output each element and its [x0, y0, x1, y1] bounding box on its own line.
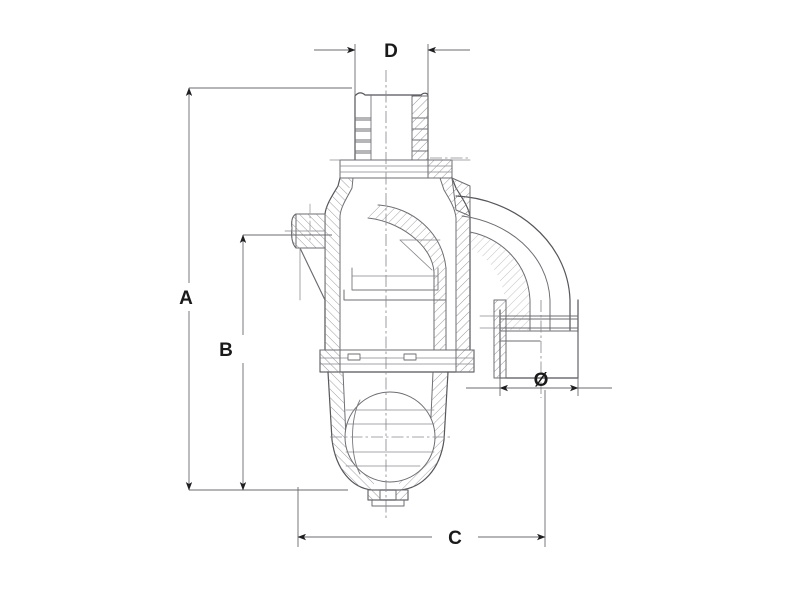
centerlines	[330, 70, 542, 520]
internal-baffle-passage	[343, 204, 447, 351]
dimension-b	[239, 234, 348, 491]
inlet-hose-tail	[354, 92, 429, 171]
dimension-c	[297, 390, 546, 547]
mid-body-union	[319, 349, 475, 373]
float-chamber	[327, 371, 449, 507]
dimension-b-label: B	[219, 340, 233, 361]
dimension-d-label: D	[384, 41, 398, 62]
valve-body-geometry	[284, 92, 579, 507]
outlet-elbow	[451, 177, 571, 331]
dimension-diameter-label: Ø	[534, 370, 549, 391]
side-port-flange	[284, 203, 326, 301]
upper-body	[324, 177, 471, 351]
dimension-a-label: A	[179, 288, 193, 309]
dimension-diameter	[466, 332, 612, 396]
dimension-c-label: C	[448, 528, 462, 549]
dimension-d	[314, 44, 470, 97]
upper-flange	[329, 159, 471, 179]
